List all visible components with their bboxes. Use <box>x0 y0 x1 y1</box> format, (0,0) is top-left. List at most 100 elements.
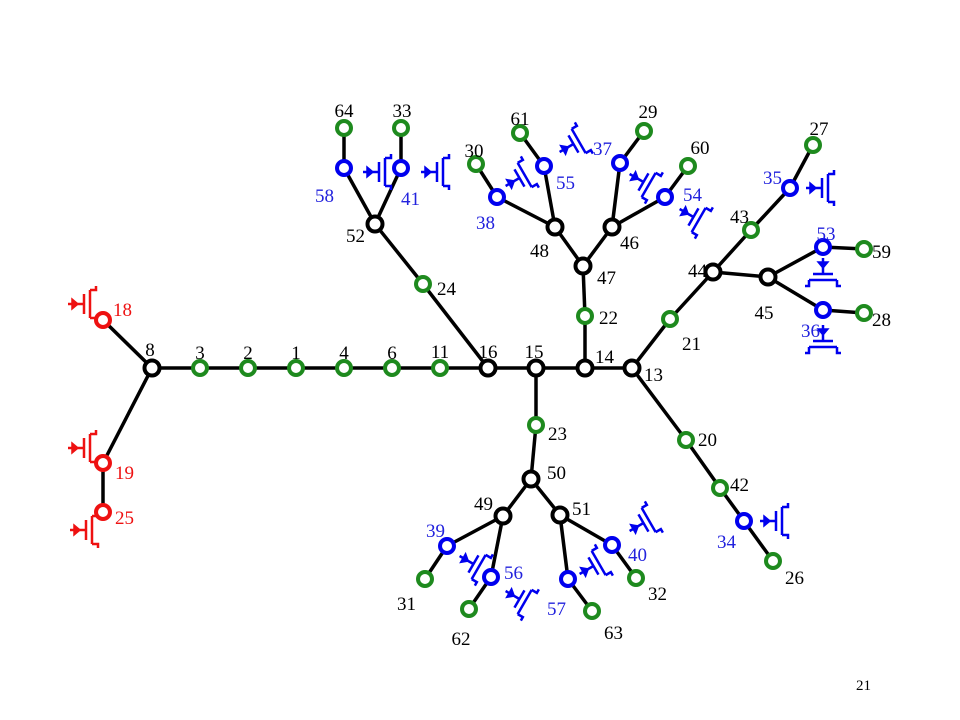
edge-13-21 <box>630 317 672 370</box>
node-label-2: 2 <box>243 343 253 364</box>
transformer-icon <box>628 500 664 536</box>
node-label-6: 6 <box>387 343 397 364</box>
node-label-15: 15 <box>525 342 544 363</box>
node-58 <box>335 159 353 177</box>
node-label-47: 47 <box>597 268 616 289</box>
node-55 <box>535 157 553 175</box>
node-34 <box>735 512 753 530</box>
node-37 <box>611 154 629 172</box>
edge-49-39 <box>446 514 504 548</box>
transformer-icon <box>70 512 100 548</box>
node-label-58: 58 <box>315 186 334 207</box>
node-label-20: 20 <box>698 430 717 451</box>
transformer-icon <box>363 154 393 190</box>
node-label-28: 28 <box>872 310 891 331</box>
node-32 <box>627 569 645 587</box>
node-62 <box>460 600 478 618</box>
node-15 <box>526 358 546 378</box>
node-42 <box>711 479 729 497</box>
node-label-11: 11 <box>431 342 449 363</box>
edge-52-41 <box>373 167 403 225</box>
node-label-56: 56 <box>504 563 523 584</box>
node-25 <box>94 503 112 521</box>
node-label-54: 54 <box>683 185 703 206</box>
transformer-icon <box>558 121 594 157</box>
node-61 <box>511 124 529 142</box>
edge-48-55 <box>542 165 557 228</box>
node-label-45: 45 <box>755 303 774 324</box>
transformer-icon <box>504 155 540 191</box>
edge-52-58 <box>342 167 377 225</box>
node-13 <box>622 358 642 378</box>
node-3 <box>191 359 209 377</box>
node-38 <box>488 188 506 206</box>
node-label-59: 59 <box>872 242 891 263</box>
node-60 <box>679 157 697 175</box>
node-label-49: 49 <box>474 494 493 515</box>
node-49 <box>493 506 513 526</box>
node-35 <box>781 179 799 197</box>
node-label-43: 43 <box>730 207 749 228</box>
node-label-35: 35 <box>763 168 782 189</box>
node-20 <box>677 431 695 449</box>
node-label-34: 34 <box>717 532 737 553</box>
node-label-23: 23 <box>548 424 567 445</box>
node-label-13: 13 <box>644 365 663 386</box>
transformer-icon <box>421 154 451 190</box>
node-label-39: 39 <box>426 521 445 542</box>
node-label-30: 30 <box>465 141 484 162</box>
node-28 <box>855 304 873 322</box>
edge-20-42 <box>684 438 722 490</box>
node-label-29: 29 <box>639 102 658 123</box>
node-18 <box>94 311 112 329</box>
node-31 <box>416 570 434 588</box>
edge-48-38 <box>496 195 556 229</box>
node-label-37: 37 <box>593 139 612 160</box>
edge-8-19 <box>101 367 154 464</box>
node-39 <box>438 537 456 555</box>
edge-8-18 <box>101 318 154 370</box>
node-label-18: 18 <box>113 300 132 321</box>
node-label-52: 52 <box>346 226 365 247</box>
node-21 <box>661 310 679 328</box>
node-27 <box>804 136 822 154</box>
node-29 <box>635 122 653 140</box>
node-52 <box>365 214 385 234</box>
node-16 <box>478 358 498 378</box>
node-label-50: 50 <box>547 463 566 484</box>
node-51 <box>550 505 570 525</box>
node-label-33: 33 <box>393 101 412 122</box>
transformer-icon <box>458 551 494 587</box>
node-24 <box>414 275 432 293</box>
node-label-46: 46 <box>620 233 639 254</box>
node-45 <box>758 267 778 287</box>
node-46 <box>602 217 622 237</box>
node-44 <box>703 262 723 282</box>
node-label-21: 21 <box>682 334 701 355</box>
node-label-40: 40 <box>628 545 647 566</box>
node-label-64: 64 <box>335 101 355 122</box>
node-43 <box>742 221 760 239</box>
transformer-icon <box>504 586 540 622</box>
node-4 <box>335 359 353 377</box>
transformer-icon <box>805 325 841 355</box>
node-23 <box>527 416 545 434</box>
diagram-nodes <box>94 119 873 620</box>
node-label-32: 32 <box>648 584 667 605</box>
node-41 <box>392 159 410 177</box>
node-label-53: 53 <box>817 224 836 245</box>
node-54 <box>656 188 674 206</box>
node-40 <box>603 536 621 554</box>
node-22 <box>576 307 594 325</box>
edge-45-53 <box>767 245 824 279</box>
node-label-3: 3 <box>195 343 205 364</box>
node-2 <box>239 359 257 377</box>
node-53 <box>814 238 832 256</box>
edge-24-52 <box>373 222 425 286</box>
node-label-14: 14 <box>595 347 615 368</box>
node-label-36: 36 <box>801 321 820 342</box>
edge-49-56 <box>489 515 505 578</box>
node-label-26: 26 <box>785 568 804 589</box>
